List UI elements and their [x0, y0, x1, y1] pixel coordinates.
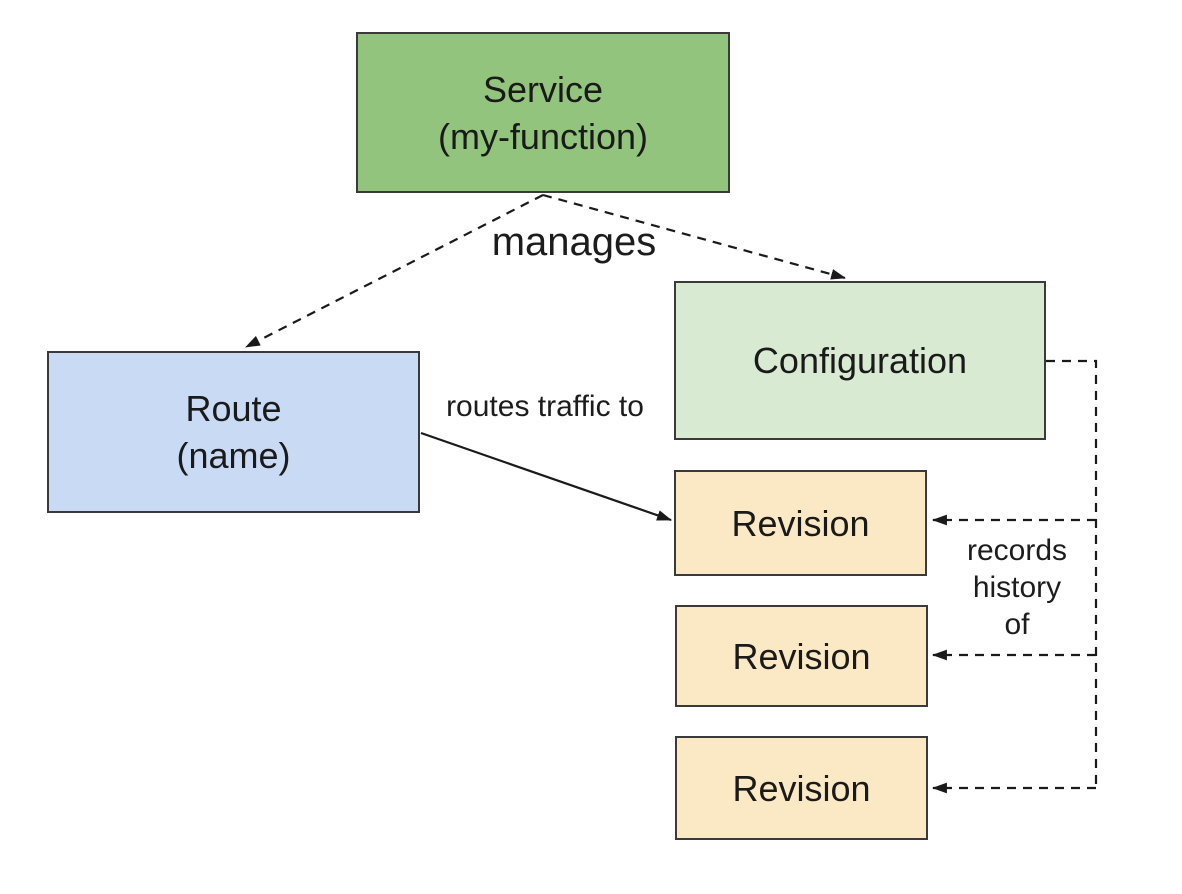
route-label-line2: (name) [176, 435, 291, 476]
records-history-line1: records [966, 534, 1068, 567]
service-node: Service (my-function) [356, 32, 730, 193]
configuration-label: Configuration [752, 340, 968, 381]
manages-edge-label: manages [491, 220, 657, 264]
revision-node-1: Revision [674, 470, 927, 576]
route-node: Route (name) [47, 351, 420, 513]
routes-traffic-arrow-route-to-revision [420, 431, 673, 522]
revision-node-3: Revision [675, 736, 928, 840]
manages-arrow-service-to-configuration [542, 193, 847, 280]
records-history-connector-from-configuration [1046, 359, 1098, 788]
revision-label: Revision [731, 502, 870, 544]
route-label-line1: Route [185, 388, 282, 429]
manages-arrow-service-to-route [245, 194, 544, 348]
service-label-line2: (my-function) [437, 115, 649, 157]
records-history-line2: history [972, 571, 1062, 604]
records-history-line3: of [1004, 608, 1030, 641]
routes-traffic-edge-label: routes traffic to [446, 390, 644, 423]
revision-label: Revision [732, 635, 871, 677]
revision-label: Revision [732, 767, 871, 809]
revision-node-2: Revision [675, 605, 928, 707]
service-label-line1: Service [482, 68, 604, 110]
configuration-node: Configuration [674, 281, 1046, 440]
records-history-edge-label: records history of [947, 532, 1087, 643]
